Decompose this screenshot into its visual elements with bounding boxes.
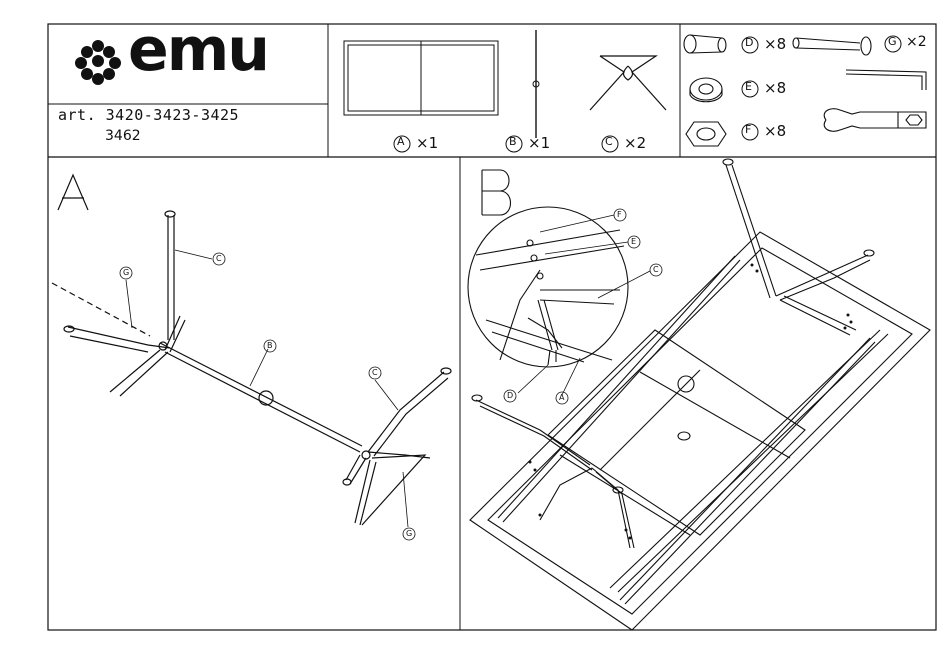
part-e-qty: ×8 <box>764 79 786 97</box>
part-d-letter: D <box>745 36 753 49</box>
part-d-qty: ×8 <box>764 35 786 53</box>
article-number: art. 3420-3423-3425 <box>58 106 239 124</box>
callout-a-c1: C <box>216 254 222 263</box>
part-g-letter: G <box>888 35 897 48</box>
part-d-bolt-icon <box>684 35 726 53</box>
part-g-qty: ×2 <box>906 34 927 50</box>
step-a-illustration <box>52 175 451 540</box>
part-a-qty: ×1 <box>416 134 438 152</box>
callout-b-d: D <box>507 391 513 400</box>
part-c-leg-icon <box>590 56 666 110</box>
callout-a-g2: G <box>406 529 412 538</box>
part-f-letter: F <box>745 123 751 136</box>
callout-b-a: A <box>559 393 564 402</box>
part-f-nut-icon <box>686 122 726 146</box>
logo-flower-icon <box>75 40 121 85</box>
wrench-icon <box>824 109 926 132</box>
article-number-extra: 3462 <box>105 128 141 144</box>
callout-b-e: E <box>631 237 636 246</box>
callout-b-f: F <box>617 210 622 219</box>
callout-a-g1: G <box>123 268 129 277</box>
callout-b-c: C <box>653 265 659 274</box>
part-b-qty: ×1 <box>528 134 550 152</box>
part-e-washer-icon <box>690 78 722 102</box>
step-b-illustration <box>468 159 930 630</box>
brand-logo-text: emu <box>128 20 268 80</box>
part-e-letter: E <box>745 80 752 93</box>
callout-a-c2: C <box>372 368 378 377</box>
part-a-tabletop-icon <box>344 41 498 115</box>
allen-key-icon <box>846 70 926 90</box>
part-c-qty: ×2 <box>624 134 646 152</box>
step-a-label: A <box>96 172 104 185</box>
part-b-bar-icon <box>533 30 539 138</box>
part-c-letter: C <box>605 135 613 148</box>
part-a-letter: A <box>397 135 405 148</box>
step-b-label: B <box>518 172 526 185</box>
part-letter-circles <box>394 36 901 152</box>
part-b-letter: B <box>509 135 517 148</box>
part-f-qty: ×8 <box>764 122 786 140</box>
part-g-long-bolt-icon <box>793 37 871 55</box>
callout-a-b: B <box>267 341 273 350</box>
